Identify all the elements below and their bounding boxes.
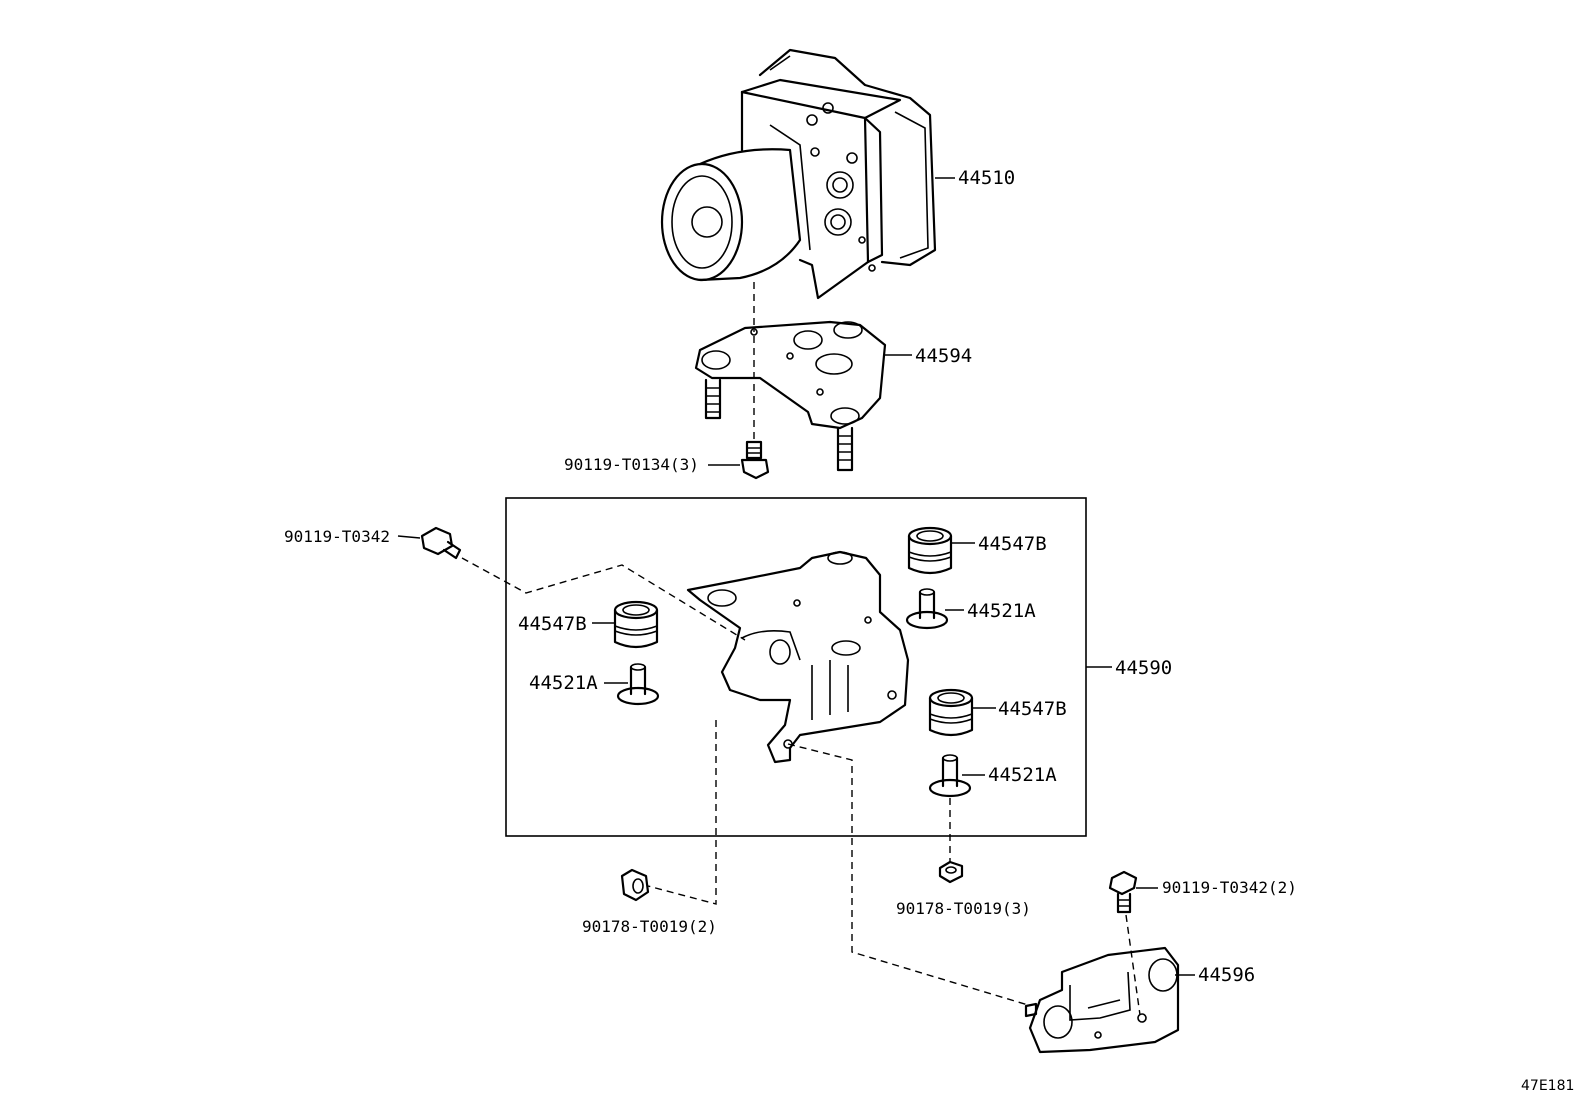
grommet-44547b-top[interactable] xyxy=(907,526,953,575)
label-90178-t0019-3: 90178-T0019(3) xyxy=(896,899,1031,918)
label-90119-t0342-2: 90119-T0342(2) xyxy=(1162,878,1297,897)
label-44547b-top: 44547B xyxy=(978,533,1047,555)
label-44590[interactable]: 44590 xyxy=(1115,657,1172,679)
nut-90178-t0019-3[interactable] xyxy=(938,860,964,884)
bolt-90119-t0342-2[interactable] xyxy=(1108,870,1138,914)
grommet-44547b-right[interactable] xyxy=(928,688,974,737)
diagram-code: 47E181 xyxy=(1521,1078,1574,1094)
grommet-44547b-left[interactable] xyxy=(613,600,659,649)
bolt-90119-t0342-left[interactable] xyxy=(420,526,462,560)
label-44521a-right: 44521A xyxy=(988,764,1057,786)
label-44547b-right: 44547B xyxy=(998,698,1067,720)
stud-right xyxy=(836,426,854,472)
collar-44521a-right[interactable] xyxy=(928,754,972,798)
abs-actuator-44510[interactable] xyxy=(660,48,937,300)
mounting-bracket[interactable] xyxy=(686,550,910,764)
label-44510: 44510 xyxy=(958,167,1015,189)
bracket-44596[interactable] xyxy=(1024,946,1180,1054)
label-90119-t0134: 90119-T0134(3) xyxy=(564,455,699,474)
label-44521a-top: 44521A xyxy=(967,600,1036,622)
label-44594: 44594 xyxy=(915,345,972,367)
label-44596: 44596 xyxy=(1198,964,1255,986)
label-44521a-left: 44521A xyxy=(529,672,598,694)
label-90119-t0342-left: 90119-T0342 xyxy=(284,527,390,546)
stud-left xyxy=(704,378,722,420)
nut-90178-t0019-2[interactable] xyxy=(620,868,650,902)
collar-44521a-left[interactable] xyxy=(616,663,660,706)
label-44547b-left: 44547B xyxy=(518,613,587,635)
bracket-44594[interactable] xyxy=(694,320,887,430)
bolt-90119-t0134[interactable] xyxy=(740,440,770,480)
collar-44521a-top[interactable] xyxy=(905,588,949,630)
label-90178-t0019-2: 90178-T0019(2) xyxy=(582,917,717,936)
